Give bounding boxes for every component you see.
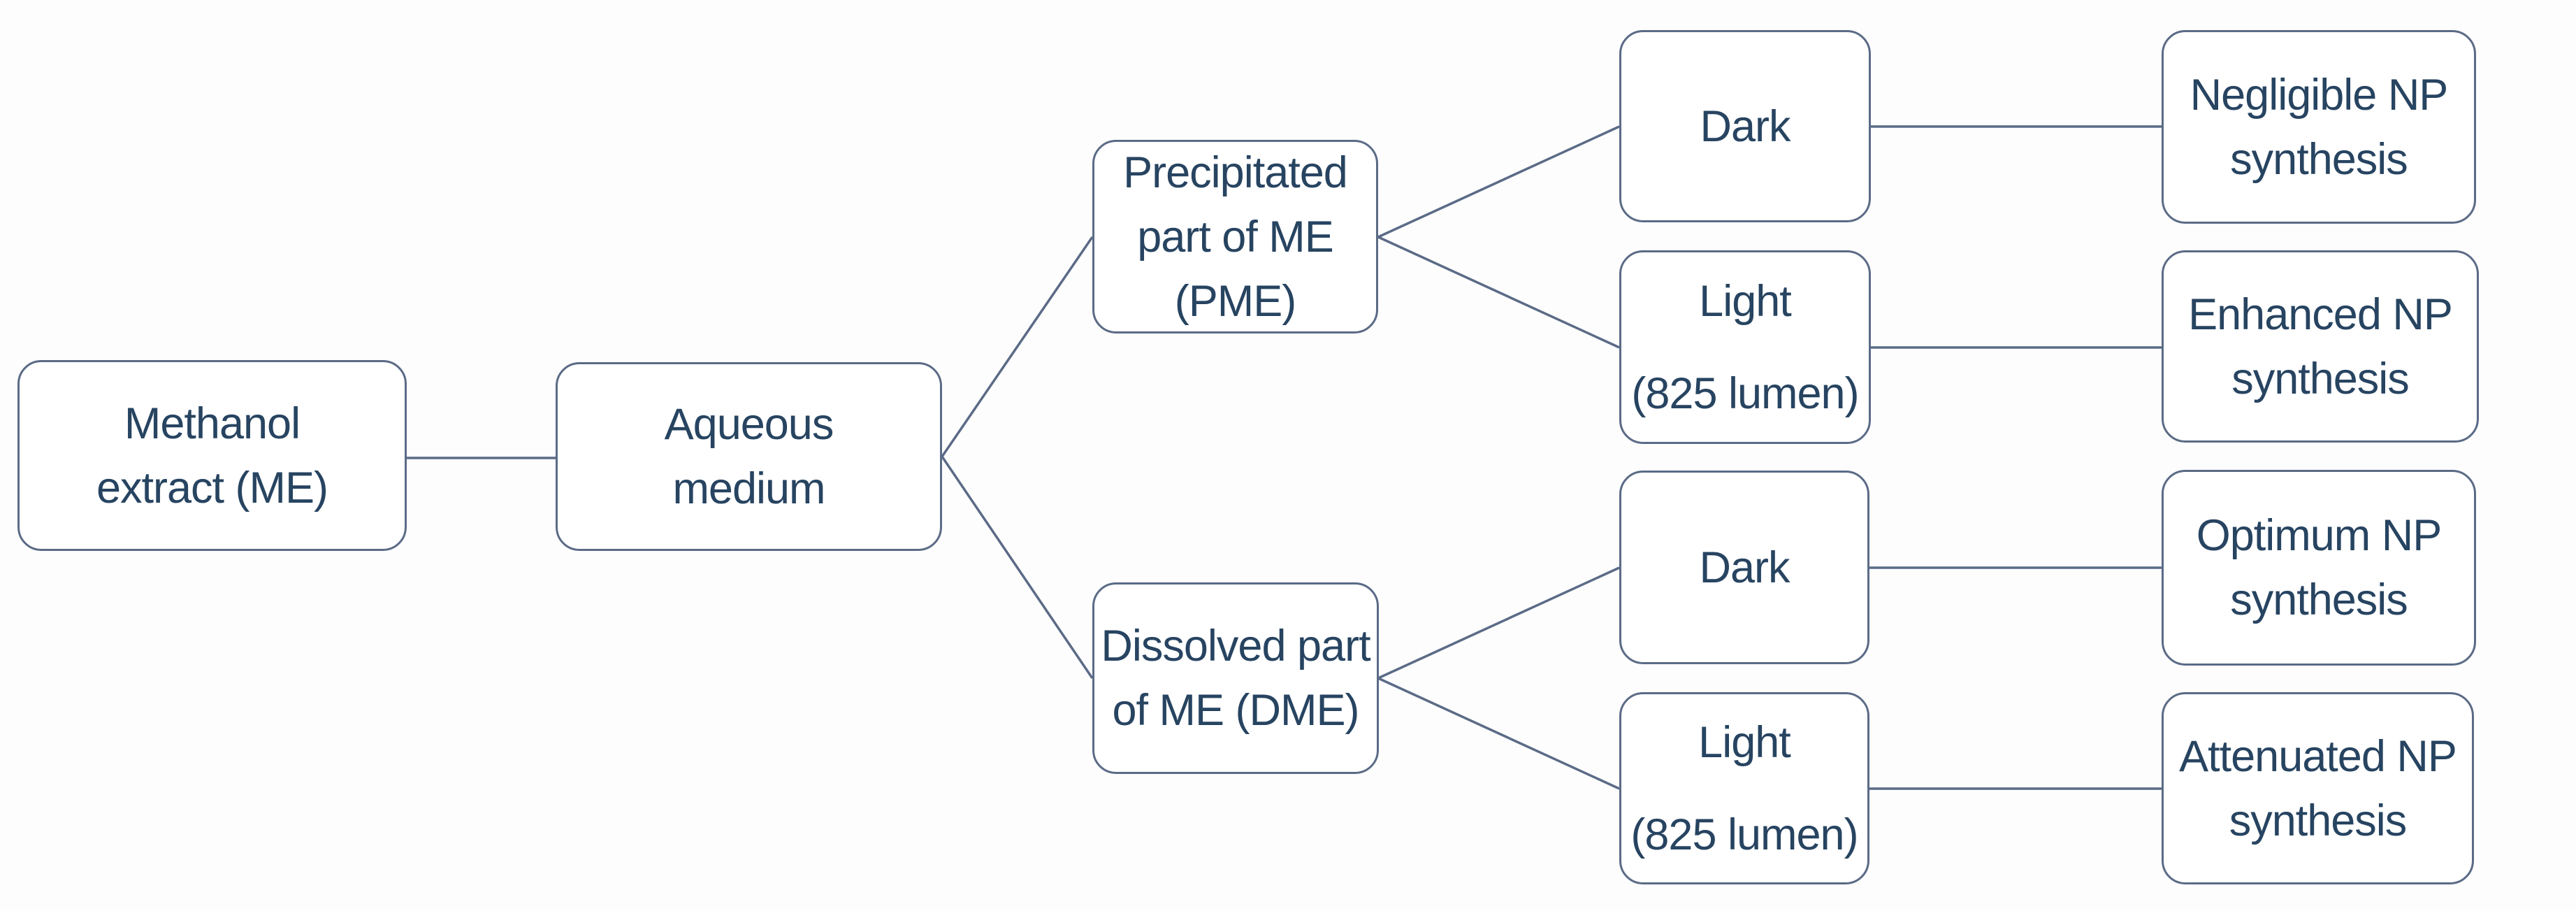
node-dissolved-dme: Dissolved part of ME (DME) bbox=[1092, 582, 1379, 774]
node-attenuated-np: Attenuated NP synthesis bbox=[2162, 692, 2474, 884]
node-optimum-np-label: Optimum NP synthesis bbox=[2196, 511, 2443, 624]
node-dark-dme: Dark bbox=[1619, 471, 1869, 664]
node-light-pme: Light (825 lumen) bbox=[1619, 250, 1871, 444]
edge-dme-to-dark bbox=[1377, 566, 1620, 680]
node-precipitated-pme: Precipitated part of ME (PME) bbox=[1092, 140, 1378, 333]
node-light-dme-label: Light (825 lumen) bbox=[1630, 717, 1858, 859]
node-light-dme: Light (825 lumen) bbox=[1619, 692, 1869, 884]
node-enhanced-np-label: Enhanced NP synthesis bbox=[2188, 289, 2453, 403]
edge-aqueous-to-pme bbox=[941, 236, 1094, 457]
node-enhanced-np: Enhanced NP synthesis bbox=[2162, 250, 2479, 443]
node-aqueous-medium: Aqueous medium bbox=[556, 362, 942, 551]
node-negligible-np-label: Negligible NP synthesis bbox=[2190, 70, 2449, 184]
node-dark-pme: Dark bbox=[1619, 30, 1871, 222]
node-negligible-np: Negligible NP synthesis bbox=[2162, 30, 2476, 224]
node-precipitated-pme-label: Precipitated part of ME (PME) bbox=[1123, 148, 1348, 326]
node-light-pme-label: Light (825 lumen) bbox=[1631, 276, 1859, 418]
node-aqueous-medium-label: Aqueous medium bbox=[664, 400, 834, 513]
edge-dme-to-light bbox=[1377, 677, 1620, 790]
node-methanol-extract-label: Methanol extract (ME) bbox=[96, 399, 328, 512]
node-dissolved-dme-label: Dissolved part of ME (DME) bbox=[1101, 622, 1370, 735]
edge-aqueous-to-dme bbox=[941, 456, 1094, 679]
edge-pme-to-dark bbox=[1377, 125, 1620, 238]
node-optimum-np: Optimum NP synthesis bbox=[2162, 470, 2476, 666]
edge-pme-to-light bbox=[1377, 236, 1620, 349]
node-dark-pme-label: Dark bbox=[1700, 101, 1790, 151]
node-attenuated-np-label: Attenuated NP synthesis bbox=[2179, 731, 2457, 845]
node-methanol-extract: Methanol extract (ME) bbox=[17, 360, 407, 551]
node-dark-dme-label: Dark bbox=[1699, 543, 1790, 592]
